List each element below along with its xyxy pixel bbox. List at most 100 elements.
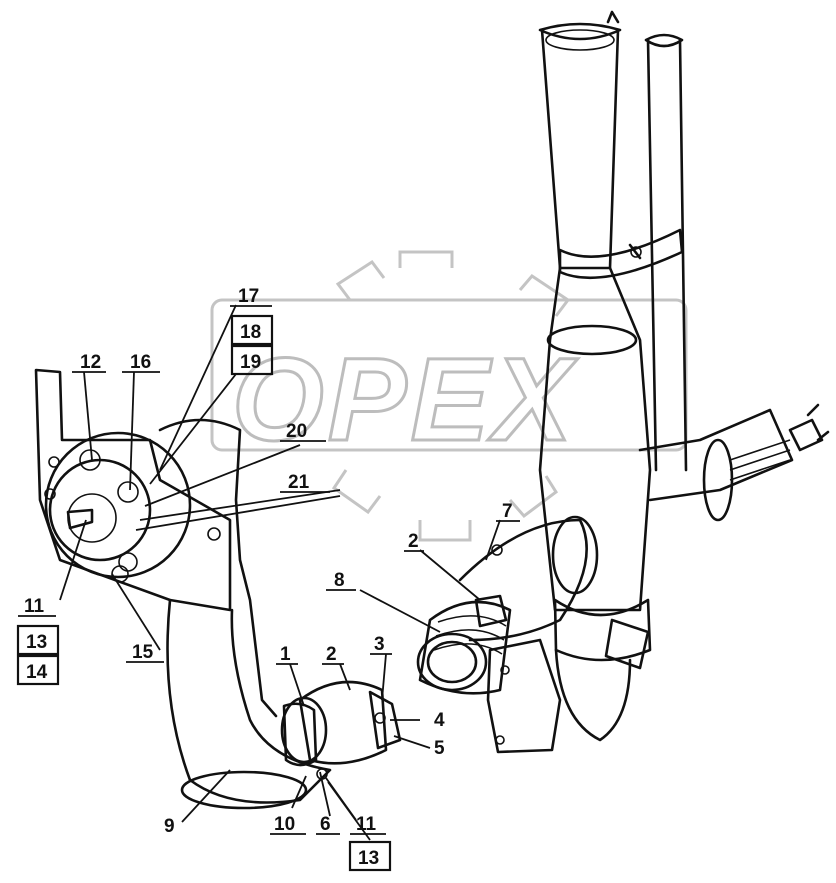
left-flange-disc (44, 431, 192, 579)
left-bracket (34, 368, 232, 612)
leader-15 (111, 573, 161, 651)
fitting-lower (118, 552, 138, 572)
leader-10 (291, 775, 307, 809)
fitting-15 (111, 565, 129, 583)
leader-21b (135, 495, 341, 531)
right-cap (788, 403, 830, 452)
label-marks (16, 305, 520, 872)
large-pipe (538, 10, 622, 270)
right-flange (702, 438, 734, 522)
fitting-16 (117, 481, 139, 503)
leader-6 (319, 771, 331, 817)
label-8: 8 (334, 570, 345, 591)
box-13-left (16, 624, 60, 656)
leader-1 (289, 663, 305, 707)
lower-hose-end (280, 696, 328, 764)
elbow-bottom-rim (180, 770, 308, 810)
label-11-lower: 11 (356, 814, 377, 835)
leader-13-lower (327, 781, 371, 841)
left-assembly (34, 368, 332, 810)
right-pipe (638, 408, 794, 502)
fitting-12 (79, 449, 101, 471)
label-6: 6 (320, 814, 331, 835)
right-thread (729, 439, 791, 481)
label-2-upper: 2 (408, 531, 419, 552)
box-14 (16, 654, 60, 686)
outlet-end (551, 515, 599, 595)
watermark-text: OPEX (232, 334, 578, 466)
leader-lines (59, 304, 501, 841)
lower-clamp-right (368, 690, 402, 750)
label-12: 12 (80, 352, 101, 373)
hose-mouth-inner (426, 640, 478, 684)
flange-lever (66, 508, 94, 530)
outlet-pipe (458, 518, 588, 642)
lower-hose (280, 680, 402, 780)
label-19: 19 (240, 352, 261, 373)
label-15: 15 (132, 642, 154, 663)
label-17: 17 (238, 286, 259, 307)
leader-16 (129, 371, 135, 491)
label-4: 4 (434, 710, 445, 731)
elbow-pipe-9 (166, 598, 332, 804)
lower-clamp-left (282, 702, 318, 767)
leader-12 (83, 371, 93, 461)
label-16: 16 (130, 352, 151, 373)
label-3: 3 (374, 634, 385, 655)
right-fitting (638, 403, 830, 522)
leader-2-lower (339, 663, 351, 691)
hose-clamp (474, 594, 508, 628)
vertical-pipes (538, 10, 688, 472)
leader-5 (393, 735, 431, 749)
leader-19 (149, 373, 237, 485)
hose-mouth-outer (416, 632, 488, 692)
leader-3 (381, 653, 387, 701)
label-10: 10 (274, 814, 295, 835)
left-flange-inner (48, 458, 152, 562)
side-mount-plate (604, 618, 650, 670)
bracket-bolt-top (48, 456, 60, 468)
part-labels: 17 18 19 12 16 20 21 11 13 14 15 7 2 8 1… (24, 286, 513, 869)
label-13-left: 13 (26, 632, 47, 653)
box-19 (230, 344, 274, 376)
hose-ribs (433, 615, 507, 655)
label-20: 20 (286, 421, 307, 442)
label-13-lower: 13 (358, 848, 379, 869)
pipe-bracket (558, 228, 684, 280)
elbow-down (554, 648, 632, 742)
label-7: 7 (502, 501, 513, 522)
bracket-bolt-bottom (44, 488, 56, 500)
air-housing (486, 266, 652, 754)
label-2-lower: 2 (326, 644, 337, 665)
clamp-bolt-4 (374, 712, 386, 724)
label-21: 21 (288, 472, 310, 493)
label-11-left: 11 (24, 596, 45, 617)
tube-loop (158, 418, 278, 718)
leader-2-upper (419, 549, 481, 601)
bottom-flange (486, 638, 562, 754)
leader-9 (181, 769, 231, 823)
leader-8 (359, 589, 441, 633)
leader-21a (139, 489, 341, 521)
watermark-gear (331, 250, 571, 542)
watermark: OPEX (210, 250, 688, 542)
label-14: 14 (26, 662, 48, 683)
outlet-hose (416, 515, 599, 695)
thin-pipe (644, 33, 688, 472)
label-9: 9 (164, 816, 175, 837)
leader-20 (144, 444, 301, 507)
leader-17 (159, 304, 237, 471)
label-18: 18 (240, 322, 261, 343)
bracket-bolt-right (207, 527, 221, 541)
flange-bolt-2 (495, 735, 505, 745)
watermark-frame (210, 298, 688, 452)
housing-flange-top (546, 324, 638, 356)
housing-body (538, 266, 652, 612)
bracket-bolt (630, 246, 642, 258)
housing-lower (553, 598, 652, 662)
outlet-bolt (491, 544, 503, 556)
label-1: 1 (280, 644, 291, 665)
flange-bolt-1 (500, 665, 510, 675)
